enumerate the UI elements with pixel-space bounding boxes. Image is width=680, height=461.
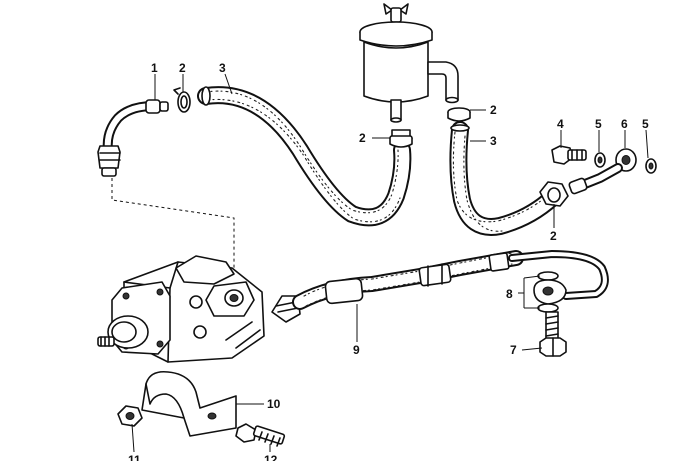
callout-6: 6: [621, 117, 628, 131]
callout-12: 12: [264, 453, 278, 461]
nut-11: [117, 405, 143, 427]
pipe-fitting-1: [97, 99, 169, 177]
hose-9: [271, 250, 609, 323]
callout-2-upper-left: 2: [179, 61, 186, 75]
callout-5-right: 5: [642, 117, 649, 131]
hose-clamp-reservoir-side: [447, 107, 471, 122]
hollow-bolt-4: [551, 145, 587, 165]
callout-5-left: 5: [595, 117, 602, 131]
hose-clamp-upper-left: [173, 87, 191, 113]
callout-2-right-clamp: 2: [550, 229, 557, 243]
callout-3-right-hose: 3: [490, 134, 497, 148]
sealing-washer-5-right: [645, 158, 657, 174]
bolt-12: [235, 423, 286, 447]
banjo-pipe-6: [568, 148, 637, 195]
banjo-union-8: [533, 271, 567, 313]
callout-7: 7: [510, 343, 517, 357]
bracket-10: [141, 370, 237, 437]
callout-10: 10: [267, 397, 281, 411]
callout-8: 8: [506, 287, 513, 301]
reservoir: [359, 3, 459, 123]
hose-clamp-reservoir-bottom: [389, 129, 413, 148]
sealing-washer-5-left: [594, 152, 606, 168]
leader-lines: [131, 73, 649, 453]
hose-clamp-right: [539, 181, 569, 207]
callout-9: 9: [353, 343, 360, 357]
callout-labels: 1 2 3 2 2 3 4 5 6 5 2 8 9 7 10 11 12: [128, 61, 649, 461]
callout-11: 11: [128, 453, 141, 461]
steering-box: [97, 255, 265, 363]
hose-3-right: [449, 121, 561, 236]
callout-2-reservoir-bottom: 2: [359, 131, 366, 145]
hose-3-left: [197, 86, 412, 227]
callout-1: 1: [151, 61, 158, 75]
callout-3-left-hose: 3: [219, 61, 226, 75]
callout-2-reservoir-side: 2: [490, 103, 497, 117]
callout-4: 4: [557, 117, 564, 131]
hollow-bolt-7: [539, 311, 567, 357]
